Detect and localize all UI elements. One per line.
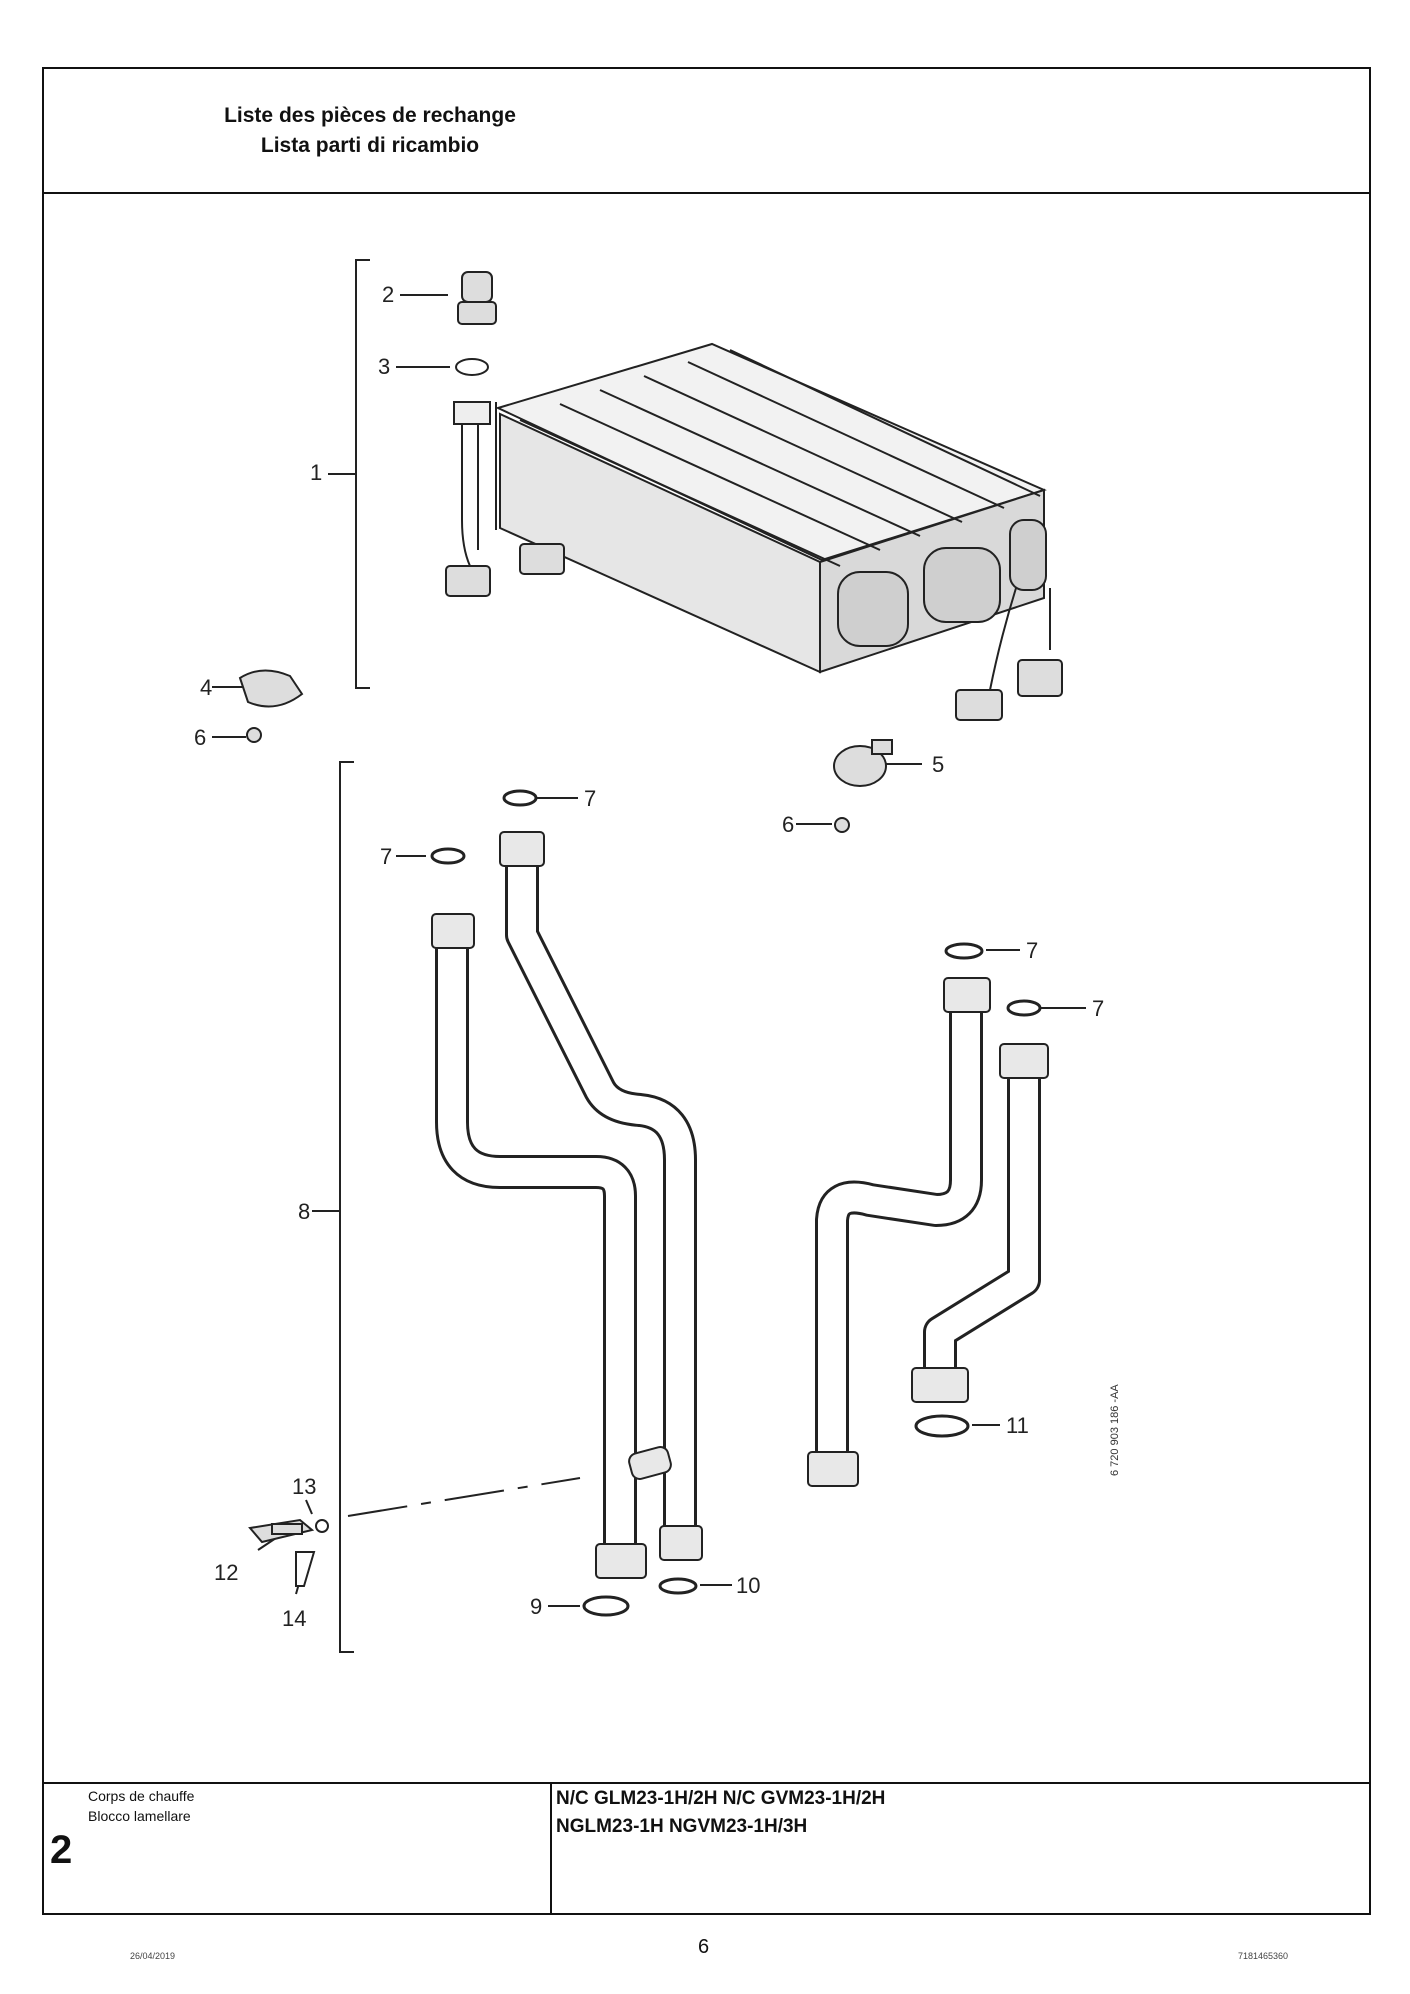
- air-vent: [455, 271, 497, 376]
- page-date: 26/04/2019: [130, 1951, 176, 1961]
- models-line-1: N/C GLM23-1H/2H N/C GVM23-1H/2H: [556, 1788, 886, 1809]
- page-frame: [42, 67, 1371, 1915]
- callout-6b: 6: [782, 812, 794, 837]
- callout-6a: 6: [194, 725, 206, 750]
- callout-3: 3: [378, 354, 390, 379]
- section-number: 2: [50, 1828, 73, 1872]
- drain-seal: [315, 1519, 329, 1533]
- screw: [834, 817, 850, 833]
- callout-9: 9: [530, 1594, 542, 1619]
- footer-divider: [42, 1782, 1371, 1784]
- pipe-nuts: [431, 831, 1049, 1579]
- page-title-fr: Liste des pièces de rechange: [224, 104, 516, 127]
- callout-7a: 7: [584, 786, 596, 811]
- seals: [430, 789, 1042, 1617]
- callout-13: 13: [292, 1474, 316, 1499]
- bracket-8: [339, 761, 354, 1653]
- callout-7c: 7: [1026, 938, 1038, 963]
- models-line-2: NGLM23-1H NGVM23-1H/3H: [556, 1816, 808, 1837]
- heat-exchanger-block: [445, 342, 1063, 721]
- callout-5: 5: [932, 752, 944, 777]
- section-name-fr: Corps de chauffe: [88, 1788, 195, 1804]
- page-number: 6: [698, 1936, 710, 1958]
- footer-column-divider: [550, 1782, 552, 1915]
- callout-8: 8: [298, 1199, 310, 1224]
- bracket-1: [355, 259, 370, 689]
- temperature-sensor: [833, 739, 893, 787]
- screw: [246, 727, 262, 743]
- callout-7b: 7: [380, 844, 392, 869]
- page-title-it: Lista parti di ricambio: [260, 134, 480, 157]
- callout-1: 1: [310, 460, 322, 485]
- drawing-reference: 6 720 903 186 -AA: [1109, 1384, 1121, 1476]
- header-divider: [42, 192, 1371, 194]
- callout-2: 2: [382, 282, 394, 307]
- section-name-it: Blocco lamellare: [88, 1808, 191, 1824]
- callout-14: 14: [282, 1606, 306, 1631]
- drain-tap: [248, 1518, 329, 1587]
- seal-ring: [455, 358, 489, 376]
- clip: [238, 669, 304, 708]
- document-number: 7181465360: [1238, 1951, 1289, 1961]
- callout-11: 11: [1006, 1413, 1029, 1438]
- callout-7d: 7: [1092, 996, 1104, 1021]
- retaining-clip: [295, 1551, 316, 1587]
- callout-10: 10: [736, 1573, 760, 1598]
- callout-12: 12: [214, 1560, 238, 1585]
- callout-labels: 2 3 1 4 6 5 6 7 7 7 7 8 9 10 11 12 13 14: [194, 282, 1104, 1631]
- callout-4: 4: [200, 675, 212, 700]
